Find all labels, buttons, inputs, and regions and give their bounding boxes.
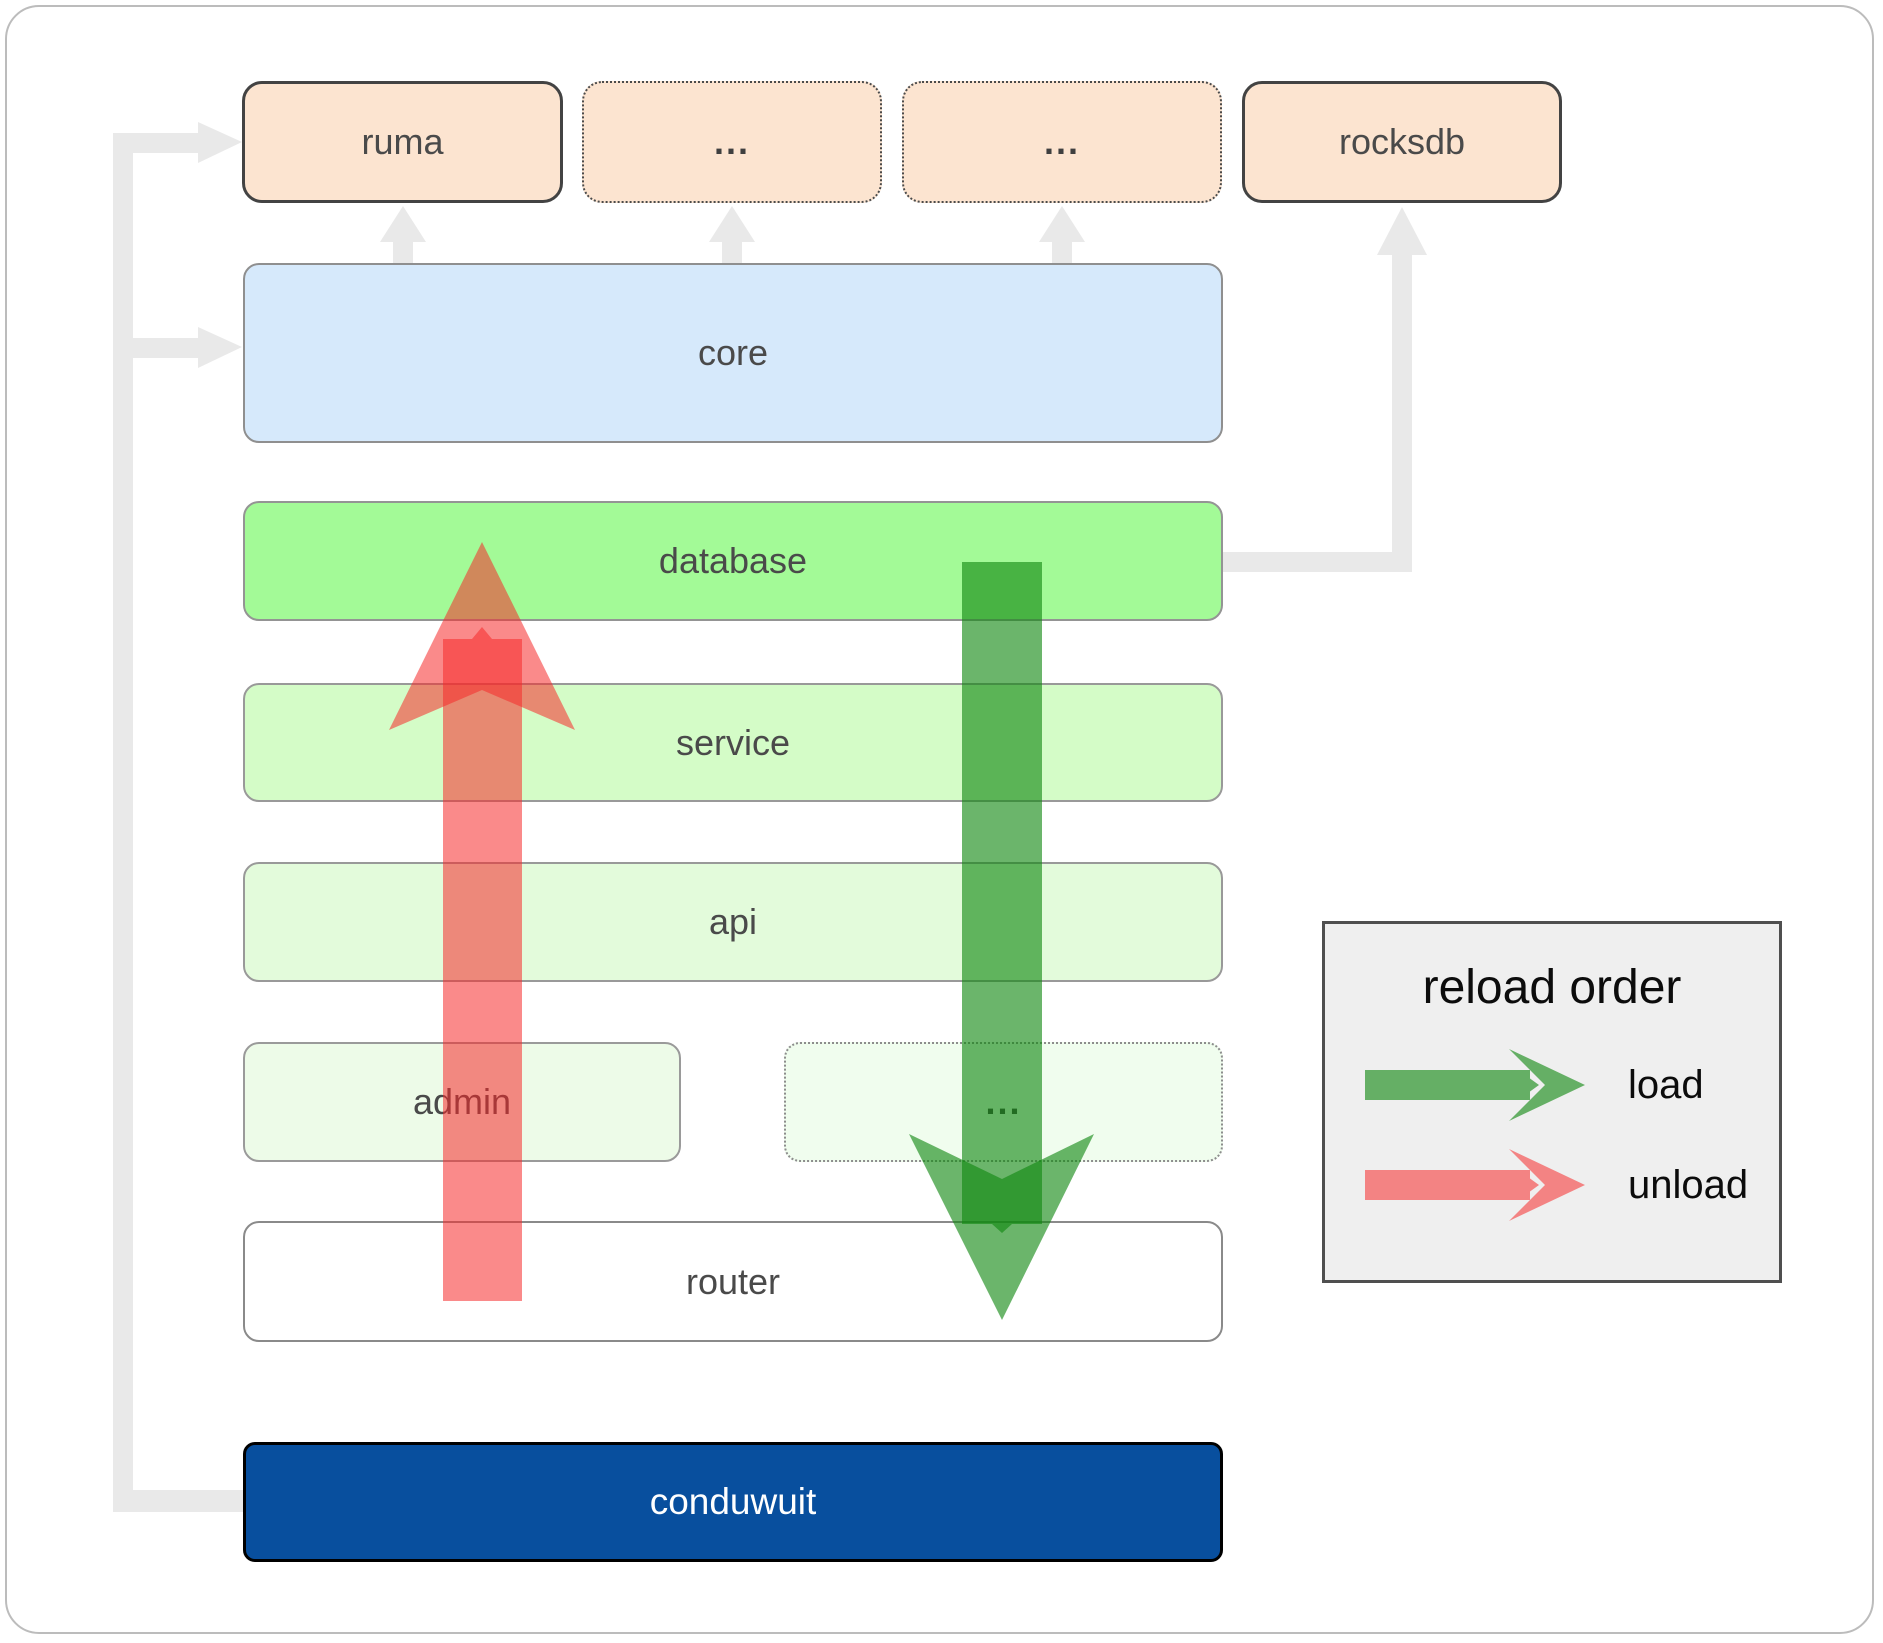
node-core-label: core [697, 332, 769, 373]
node-ruma-label: ruma [361, 121, 444, 162]
node-dependency-a: ... [582, 81, 882, 203]
node-router: router [243, 1221, 1223, 1342]
unload-arrow-icon-shaft [1365, 1170, 1539, 1200]
node-dependency-b-label: ... [1043, 121, 1080, 162]
legend-title: reload order [1422, 961, 1682, 1014]
node-admin-label: admin [412, 1081, 512, 1122]
unload-label: unload [1628, 1162, 1749, 1207]
node-service: service [243, 683, 1223, 802]
load-arrow-icon-head [1509, 1049, 1585, 1121]
node-api: api [243, 862, 1223, 982]
node-admin: admin [243, 1042, 681, 1162]
node-conduwuit: conduwuit [243, 1442, 1223, 1562]
load-arrow-icon-shaft [1365, 1070, 1539, 1100]
node-service-label: service [675, 721, 791, 763]
node-database-label: database [658, 540, 808, 581]
load-label: load [1628, 1062, 1704, 1107]
node-router-label: router [685, 1260, 781, 1302]
node-ruma: ruma [242, 81, 563, 203]
node-database: database [243, 501, 1223, 621]
node-core: core [243, 263, 1223, 443]
node-dependency-a-label: ... [713, 121, 750, 162]
unload-arrow-icon [1365, 1149, 1585, 1221]
node-conduwuit-label: conduwuit [649, 1481, 817, 1522]
node-rocksdb-label: rocksdb [1338, 121, 1466, 162]
node-more-services-label: ... [985, 1081, 1022, 1122]
node-dependency-b: ... [902, 81, 1222, 203]
node-more-services: ... [784, 1042, 1223, 1162]
load-arrow-icon [1365, 1049, 1585, 1121]
outer-border [5, 5, 1874, 1634]
node-rocksdb: rocksdb [1242, 81, 1562, 203]
node-api-label: api [708, 901, 758, 942]
unload-arrow-icon-head [1509, 1149, 1585, 1221]
legend: reload order load unload [1322, 921, 1782, 1283]
